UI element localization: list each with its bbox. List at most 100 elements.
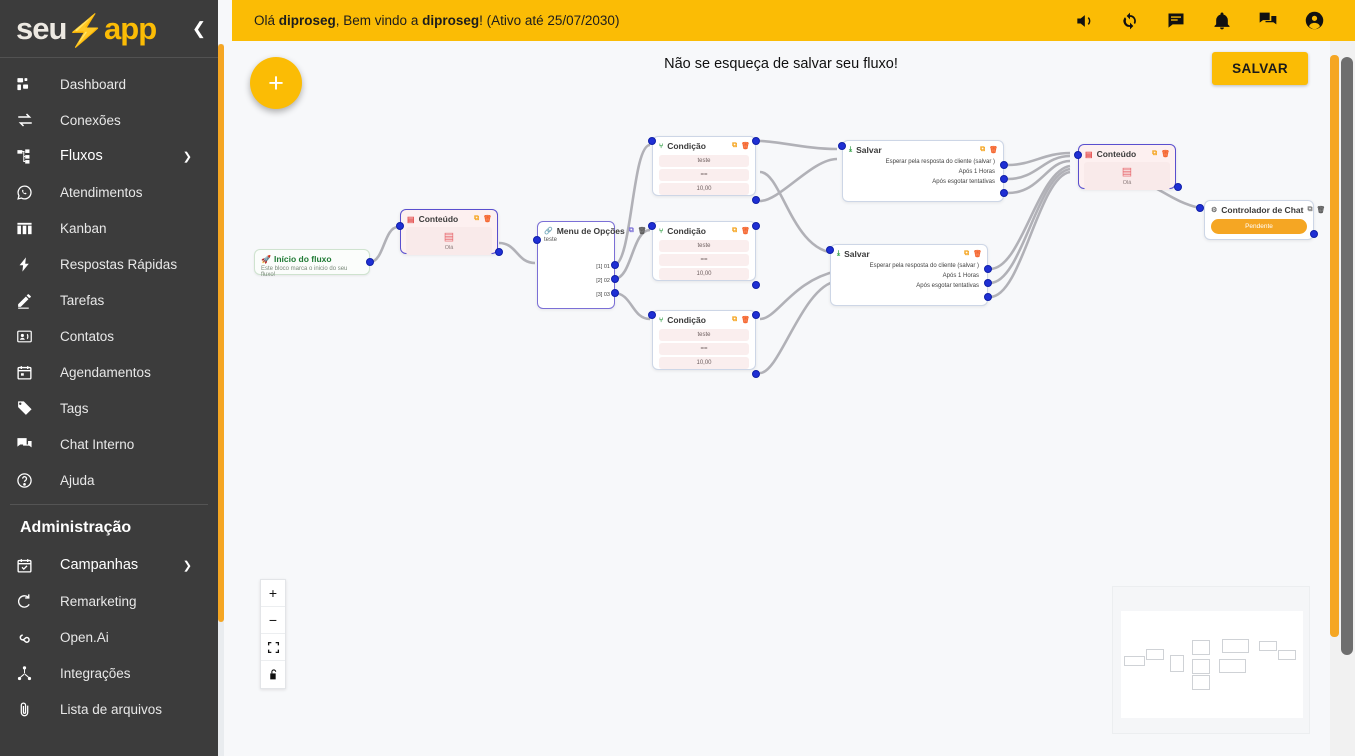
chevron-down-icon[interactable]: ❯ bbox=[182, 150, 192, 163]
sidebar-item-kanban[interactable]: Kanban bbox=[0, 210, 218, 246]
canvas-scrollbar-thumb[interactable] bbox=[1330, 55, 1339, 637]
sidebar-item-lista-de-arquivos[interactable]: Lista de arquivos bbox=[0, 691, 218, 727]
chevron-down-icon[interactable]: ❯ bbox=[182, 559, 192, 572]
menu-option[interactable]: [2] 02 bbox=[596, 278, 610, 284]
minimap[interactable] bbox=[1112, 586, 1310, 734]
node-controlador-de-chat[interactable]: ⚙ Controlador de Chat ⧉ 🗑 Pendente bbox=[1204, 200, 1325, 240]
menu-option[interactable]: [3] 03 bbox=[596, 292, 610, 298]
port-salvar2-in[interactable] bbox=[826, 246, 834, 254]
port-menu-in[interactable] bbox=[533, 236, 541, 244]
sidebar-item-remarketing[interactable]: Remarketing bbox=[0, 583, 218, 619]
save-button[interactable]: SALVAR bbox=[1212, 52, 1308, 85]
node-menu-opcoes[interactable]: 🔗 Menu de Opções ⧉ 🗑 teste [1] 01 [2] 02… bbox=[537, 221, 647, 309]
trash-icon[interactable]: 🗑 bbox=[989, 147, 998, 154]
sidebar-item-ajuda[interactable]: Ajuda bbox=[0, 462, 218, 498]
node-content-right[interactable]: ▤ Conteúdo ⧉ 🗑 ▤ Olá bbox=[1078, 144, 1176, 190]
trash-icon[interactable]: 🗑 bbox=[741, 317, 750, 324]
node-start[interactable]: 🚀 Início do fluxo Este bloco marca o ini… bbox=[254, 249, 370, 278]
trash-icon[interactable]: 🗑 bbox=[741, 143, 750, 150]
trash-icon[interactable]: 🗑 bbox=[1316, 207, 1326, 214]
copy-icon[interactable]: ⧉ bbox=[1307, 206, 1313, 213]
sidebar-item-dashboard[interactable]: Dashboard bbox=[0, 66, 218, 102]
account-circle-icon[interactable] bbox=[1304, 10, 1325, 31]
sidebar-scrollbar-thumb[interactable] bbox=[218, 44, 224, 622]
port-cond3-true[interactable] bbox=[752, 311, 760, 319]
node-content-left[interactable]: ▤ Conteúdo ⧉ 🗑 ▤ Olá bbox=[400, 209, 498, 255]
status-badge[interactable]: Pendente bbox=[1211, 219, 1307, 234]
port-content-right-in[interactable] bbox=[1074, 151, 1082, 159]
copy-icon[interactable]: ⧉ bbox=[964, 250, 970, 257]
port-chat-in[interactable] bbox=[1196, 204, 1204, 212]
app-logo[interactable]: seu⚡app bbox=[16, 13, 157, 46]
port-content-left-in[interactable] bbox=[396, 222, 404, 230]
port-salvar2-out-1[interactable] bbox=[984, 265, 992, 273]
port-cond1-true[interactable] bbox=[752, 137, 760, 145]
page-scrollbar-thumb[interactable] bbox=[1341, 57, 1353, 655]
port-salvar2-out-3[interactable] bbox=[984, 293, 992, 301]
port-cond3-in[interactable] bbox=[648, 311, 656, 319]
port-cond2-false[interactable] bbox=[752, 281, 760, 289]
fit-view-button[interactable] bbox=[261, 634, 285, 661]
port-salvar1-out-1[interactable] bbox=[1000, 161, 1008, 169]
forum-icon[interactable] bbox=[1258, 11, 1278, 31]
node-condicao-3[interactable]: ⑂ Condição ⧉ 🗑 teste == 10,00 bbox=[652, 310, 756, 370]
add-node-button[interactable]: + bbox=[250, 57, 302, 109]
page-scrollbar[interactable] bbox=[1339, 41, 1355, 756]
copy-icon[interactable]: ⧉ bbox=[732, 142, 738, 149]
sidebar-item-campanhas[interactable]: Campanhas ❯ bbox=[0, 547, 218, 583]
node-salvar-2[interactable]: ⤓ Salvar ⧉ 🗑 Esperar pela resposta do cl… bbox=[830, 244, 988, 306]
port-chat-out[interactable] bbox=[1310, 230, 1318, 238]
trash-icon[interactable]: 🗑 bbox=[483, 216, 492, 223]
port-menu-out-3[interactable] bbox=[611, 289, 619, 297]
port-cond1-in[interactable] bbox=[648, 137, 656, 145]
port-start-out[interactable] bbox=[366, 258, 374, 266]
sidebar-collapse-icon[interactable]: ❮ bbox=[191, 18, 207, 38]
port-menu-out-2[interactable] bbox=[611, 275, 619, 283]
port-menu-out-1[interactable] bbox=[611, 261, 619, 269]
copy-icon[interactable]: ⧉ bbox=[732, 316, 738, 323]
sidebar-item-tags[interactable]: Tags bbox=[0, 390, 218, 426]
copy-icon[interactable]: ⧉ bbox=[1152, 150, 1158, 157]
copy-icon[interactable]: ⧉ bbox=[628, 227, 634, 234]
copy-icon[interactable]: ⧉ bbox=[732, 227, 738, 234]
zoom-in-button[interactable]: + bbox=[261, 580, 285, 607]
trash-icon[interactable]: 🗑 bbox=[973, 251, 982, 258]
trash-icon[interactable]: 🗑 bbox=[741, 228, 750, 235]
sidebar-item-integracoes[interactable]: Integrações bbox=[0, 655, 218, 691]
sidebar-item-open-ai[interactable]: Open.Ai bbox=[0, 619, 218, 655]
port-salvar1-in[interactable] bbox=[838, 142, 846, 150]
sync-icon[interactable] bbox=[1120, 11, 1140, 31]
bell-icon[interactable] bbox=[1212, 11, 1232, 31]
port-cond2-true[interactable] bbox=[752, 222, 760, 230]
port-content-right-out[interactable] bbox=[1174, 183, 1182, 191]
sidebar-scrollbar[interactable] bbox=[218, 44, 224, 756]
port-cond3-false[interactable] bbox=[752, 370, 760, 378]
flow-canvas[interactable]: 🚀 Início do fluxo Este bloco marca o ini… bbox=[232, 41, 1330, 756]
canvas-scrollbar[interactable] bbox=[1330, 41, 1339, 756]
port-salvar1-out-2[interactable] bbox=[1000, 175, 1008, 183]
port-content-left-out[interactable] bbox=[495, 248, 503, 256]
port-salvar2-out-2[interactable] bbox=[984, 279, 992, 287]
sidebar-item-chat-interno[interactable]: Chat Interno bbox=[0, 426, 218, 462]
sidebar-item-contatos[interactable]: Contatos bbox=[0, 318, 218, 354]
port-cond2-in[interactable] bbox=[648, 222, 656, 230]
menu-option[interactable]: [1] 01 bbox=[596, 264, 610, 270]
sidebar-item-respostas-rapidas[interactable]: Respostas Rápidas bbox=[0, 246, 218, 282]
copy-icon[interactable]: ⧉ bbox=[980, 146, 986, 153]
trash-icon[interactable]: 🗑 bbox=[1161, 151, 1170, 158]
sidebar-item-agendamentos[interactable]: Agendamentos bbox=[0, 354, 218, 390]
node-condicao-2[interactable]: ⑂ Condição ⧉ 🗑 teste == 10,00 bbox=[652, 221, 756, 281]
sidebar-item-conexoes[interactable]: Conexões bbox=[0, 102, 218, 138]
port-cond1-false[interactable] bbox=[752, 196, 760, 204]
zoom-out-button[interactable]: − bbox=[261, 607, 285, 634]
copy-icon[interactable]: ⧉ bbox=[474, 215, 480, 222]
sidebar-item-atendimentos[interactable]: Atendimentos bbox=[0, 174, 218, 210]
volume-icon[interactable] bbox=[1074, 11, 1094, 31]
node-salvar-1[interactable]: ⤓ Salvar ⧉ 🗑 Esperar pela resposta do cl… bbox=[842, 140, 1004, 202]
node-condicao-1[interactable]: ⑂ Condição ⧉ 🗑 teste == 10,00 bbox=[652, 136, 756, 196]
sidebar-item-fluxos[interactable]: Fluxos ❯ bbox=[0, 138, 218, 174]
lock-button[interactable] bbox=[261, 661, 285, 688]
port-salvar1-out-3[interactable] bbox=[1000, 189, 1008, 197]
sidebar-item-tarefas[interactable]: Tarefas bbox=[0, 282, 218, 318]
trash-icon[interactable]: 🗑 bbox=[637, 228, 647, 235]
